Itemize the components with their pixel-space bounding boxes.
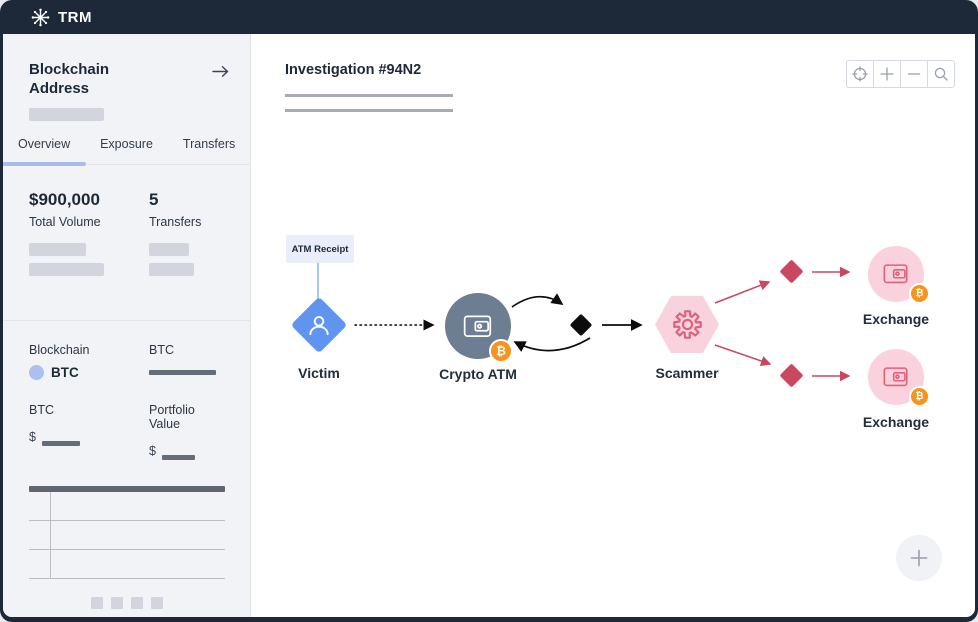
stat-placeholder-bar xyxy=(29,242,86,256)
currency-symbol: $ xyxy=(29,429,36,444)
atm-receipt-chip[interactable]: ATM Receipt xyxy=(286,235,354,263)
sidebar-tabs: Overview Exposure Transfers xyxy=(3,136,250,166)
portfolio-placeholder-bar xyxy=(161,454,195,460)
edge-diamond-to-atm xyxy=(513,337,591,352)
pager-square xyxy=(110,596,123,609)
currency-symbol: $ xyxy=(149,443,156,458)
title-placeholder-bar xyxy=(285,94,453,97)
wallet-icon xyxy=(883,367,908,387)
graph-edges xyxy=(354,266,851,382)
table-header-bar xyxy=(29,485,225,492)
zoom-in-button[interactable] xyxy=(873,60,901,88)
asset-placeholder-bar xyxy=(149,369,216,375)
title-placeholder-bar xyxy=(285,109,453,112)
transfers-count-value: 5 xyxy=(149,189,159,209)
transfers-count-label: Transfers xyxy=(149,214,202,229)
table-row xyxy=(29,550,225,579)
brand-name: TRM xyxy=(58,8,92,26)
canvas-toolbar xyxy=(846,60,955,88)
pagination-placeholder xyxy=(3,596,250,609)
scammer-label: Scammer xyxy=(655,365,719,381)
pager-square xyxy=(90,596,103,609)
add-node-fab-button[interactable] xyxy=(896,535,942,581)
table-row xyxy=(29,492,225,521)
blockchain-label: Blockchain xyxy=(29,342,90,357)
person-icon xyxy=(309,315,329,336)
edge-scammer-to-diamond-1 xyxy=(714,280,771,304)
crypto-atm-node[interactable] xyxy=(445,293,511,359)
table-row xyxy=(29,521,225,550)
balance-label: BTC xyxy=(29,402,54,417)
exchange-2-label: Exchange xyxy=(862,414,930,430)
edge-atm-to-diamond xyxy=(511,293,564,308)
address-sidebar: Blockchain Address Overview Exposure Tra… xyxy=(3,34,251,617)
tab-overview[interactable]: Overview xyxy=(18,136,71,151)
investigation-canvas[interactable]: Investigation #94N2 xyxy=(251,34,975,617)
crypto-atm-label: Crypto ATM xyxy=(439,366,517,382)
victim-label: Victim xyxy=(298,365,340,381)
total-volume-label: Total Volume xyxy=(29,214,101,229)
tab-transfers[interactable]: Transfers xyxy=(182,136,236,151)
scammer-node[interactable] xyxy=(655,296,719,353)
btc-token-dot-icon xyxy=(29,364,44,380)
blockchain-value: BTC xyxy=(51,364,79,380)
tab-exposure[interactable]: Exposure xyxy=(100,136,153,151)
sidebar-title: Blockchain Address xyxy=(29,61,110,97)
wallet-icon xyxy=(883,264,908,284)
annotation-connector xyxy=(317,263,319,303)
stat-placeholder-bar xyxy=(149,242,189,256)
portfolio-value-label: Portfolio Value xyxy=(149,402,195,431)
exchange-1-label: Exchange xyxy=(862,311,930,327)
asset-label: BTC xyxy=(149,342,174,357)
open-address-arrow-icon[interactable] xyxy=(212,65,230,81)
chain-details-section: Blockchain BTC BTC BTC $ xyxy=(3,319,250,460)
investigation-title: Investigation #94N2 xyxy=(285,62,422,78)
active-tab-underline xyxy=(3,161,86,166)
trm-logo-icon xyxy=(31,8,50,26)
bitcoin-badge-icon: ₿ xyxy=(909,386,930,407)
balance-placeholder-bar xyxy=(41,440,80,446)
search-button[interactable] xyxy=(927,60,955,88)
address-placeholder-bar xyxy=(29,107,104,121)
total-volume-value: $900,000 xyxy=(29,189,100,209)
stat-placeholder-bar xyxy=(149,262,194,276)
wallet-icon xyxy=(463,315,492,337)
plus-icon xyxy=(910,549,928,567)
victim-node[interactable] xyxy=(290,296,348,354)
edge-scammer-to-diamond-2 xyxy=(714,344,772,367)
top-navbar: TRM xyxy=(3,0,975,34)
stat-placeholder-bar xyxy=(29,262,104,276)
zoom-out-button[interactable] xyxy=(900,60,928,88)
bitcoin-badge-icon: ₿ xyxy=(489,339,513,363)
table-column-divider xyxy=(50,491,51,579)
bitcoin-badge-icon: ₿ xyxy=(909,283,930,304)
pager-square xyxy=(150,596,163,609)
stats-section: $900,000 Total Volume 5 Transfers xyxy=(3,165,250,320)
gear-icon xyxy=(672,310,702,339)
skeleton-table xyxy=(29,485,225,579)
pager-square xyxy=(130,596,143,609)
